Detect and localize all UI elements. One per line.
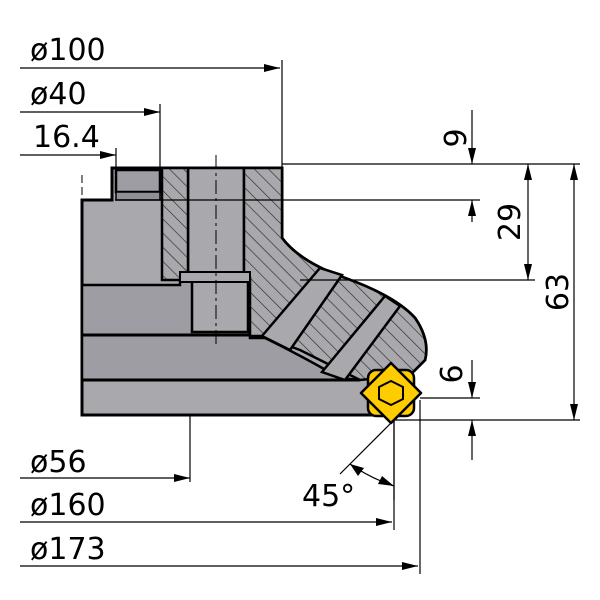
label-9: 9 [439, 128, 474, 147]
label-d173: ø173 [30, 532, 106, 567]
label-d160: ø160 [30, 488, 106, 523]
right-dimensions [115, 110, 580, 500]
label-16-4: 16.4 [33, 120, 100, 155]
label-29: 29 [493, 203, 528, 241]
dimension-labels: ø100 ø40 16.4 ø56 ø160 ø173 45° 9 29 63 … [30, 33, 576, 567]
label-d40: ø40 [30, 77, 87, 112]
left-dimensions [20, 60, 421, 574]
center-lines [81, 155, 217, 345]
label-6: 6 [435, 364, 470, 383]
label-63: 63 [541, 273, 576, 311]
hatched-section [160, 166, 428, 382]
label-d100: ø100 [30, 33, 106, 68]
insert [359, 361, 423, 425]
label-d56: ø56 [30, 445, 87, 480]
label-45deg: 45° [302, 479, 355, 514]
